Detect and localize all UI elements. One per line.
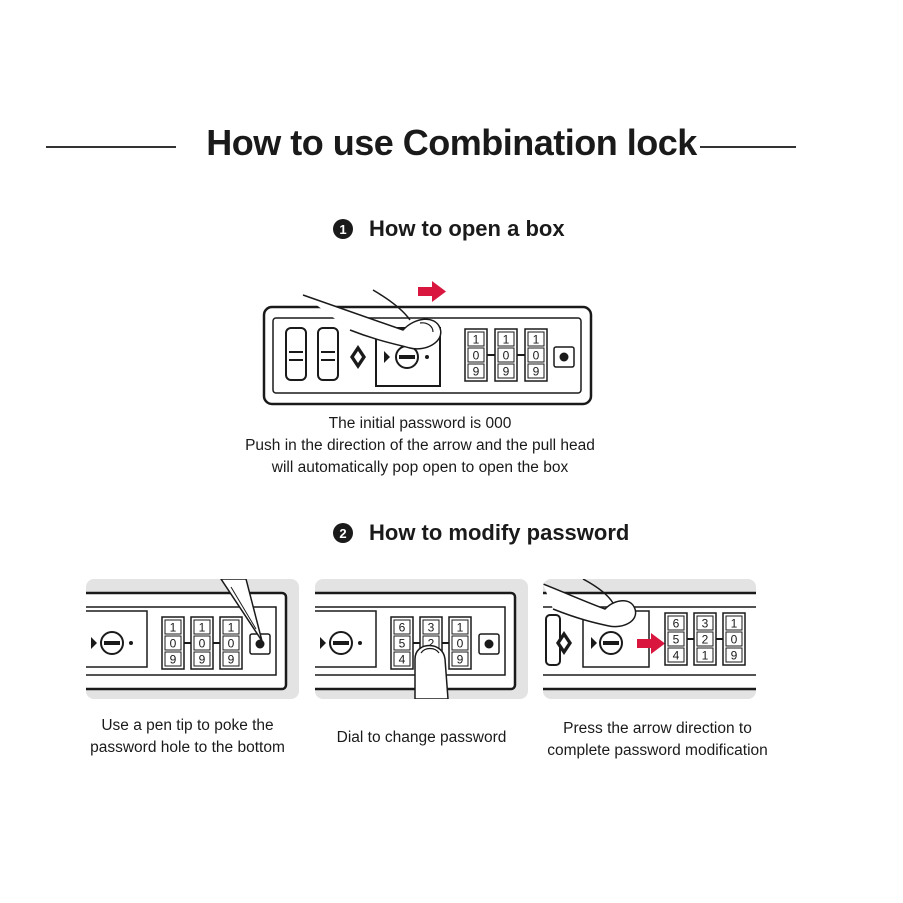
panel2-caption: Dial to change password — [290, 727, 553, 749]
page-title: How to use Combination lock — [206, 122, 697, 163]
dial-digit: 1 — [170, 621, 177, 635]
caption-line: Press the arrow direction to — [563, 720, 752, 737]
finger-icon — [302, 289, 442, 350]
caption-line: Push in the direction of the arrow and t… — [245, 437, 595, 454]
dial-digit: 0 — [503, 349, 510, 363]
dial-wheel[interactable]: 1 0 9 — [219, 616, 243, 670]
dial-digit: 9 — [228, 653, 235, 667]
dial-wheel[interactable]: 1 0 9 — [190, 616, 214, 670]
caption-line: Use a pen tip to poke the — [101, 717, 274, 734]
dial-wheel[interactable]: 6 5 4 — [390, 616, 414, 670]
dial-digit: 1 — [731, 617, 738, 631]
step1-number-badge: 1 — [333, 219, 353, 239]
dial-digit: 0 — [533, 349, 540, 363]
caption-line: will automatically pop open to open the … — [271, 459, 569, 476]
dial-digit: 3 — [428, 621, 435, 635]
caption-line: complete password modification — [547, 742, 768, 759]
dial-digit: 0 — [473, 349, 480, 363]
step2-panel-press-arrow: 6 5 4 3 2 1 1 0 9 — [543, 579, 756, 699]
reset-hole-icon — [559, 352, 569, 362]
step1-heading-label: How to open a box — [369, 216, 565, 241]
dial-digit: 0 — [457, 637, 464, 651]
dial-wheel[interactable]: 1 0 9 — [448, 616, 472, 670]
dial-digit: 5 — [399, 637, 406, 651]
dial-digit: 1 — [457, 621, 464, 635]
dial-digit: 9 — [199, 653, 206, 667]
dial-digit: 6 — [399, 621, 406, 635]
caption-line: The initial password is 000 — [328, 415, 512, 432]
thumb-icon — [414, 644, 449, 699]
finger-icon — [543, 579, 637, 628]
dial-change-illustration: 6 5 4 3 2 11 0 9 — [315, 591, 517, 699]
dial-digit: 9 — [503, 365, 510, 379]
push-arrow-icon — [418, 281, 446, 302]
dial-digit: 1 — [199, 621, 206, 635]
panel1-caption: Use a pen tip to poke the password hole … — [56, 715, 319, 759]
dial-digit: 9 — [533, 365, 540, 379]
dial-wheel[interactable]: 1 0 9 — [494, 328, 518, 382]
step1-caption: The initial password is 000 Push in the … — [190, 413, 650, 479]
dial-wheel[interactable]: 1 0 9 — [524, 328, 548, 382]
dial-digit: 1 — [702, 649, 709, 663]
open-box-lock-illustration: 1 0 9 1 0 9 1 0 9 — [262, 281, 593, 406]
dial-digit: 5 — [673, 633, 680, 647]
dial-digit: 2 — [702, 633, 709, 647]
dial-wheel[interactable]: 6 5 4 — [664, 612, 688, 666]
reset-hole-icon — [484, 639, 494, 649]
dial-digit: 1 — [503, 333, 510, 347]
dial-digit: 2 — [428, 637, 435, 651]
dial-digit: 9 — [473, 365, 480, 379]
step2-panel-dial: 6 5 4 3 2 11 0 9 — [315, 579, 528, 699]
dial-digit: 1 — [473, 333, 480, 347]
dial-wheel[interactable]: 1 0 9 — [464, 328, 488, 382]
dial-digit: 0 — [731, 633, 738, 647]
dial-digit: 4 — [673, 649, 680, 663]
step2-heading-label: How to modify password — [369, 520, 630, 545]
caption-line: Dial to change password — [336, 729, 507, 746]
dial-wheel[interactable]: 1 0 9 — [161, 616, 185, 670]
dial-digit: 6 — [673, 617, 680, 631]
step2-heading: 2 How to modify password — [333, 520, 629, 546]
caption-line: password hole to the bottom — [90, 739, 285, 756]
dial-digit: 0 — [228, 637, 235, 651]
dial-wheel[interactable]: 3 2 1 — [693, 612, 717, 666]
panel3-caption: Press the arrow direction to complete pa… — [516, 718, 799, 762]
poke-hole-illustration: 1 0 9 1 0 9 1 0 9 — [86, 579, 288, 691]
dial-digit: 0 — [170, 637, 177, 651]
step2-number-badge: 2 — [333, 523, 353, 543]
dial-digit: 1 — [533, 333, 540, 347]
push-arrow-icon — [637, 633, 665, 654]
title-rule-left — [46, 146, 176, 148]
dial-digit: 9 — [731, 649, 738, 663]
title-rule-right — [700, 146, 796, 148]
press-arrow-illustration: 6 5 4 3 2 1 1 0 9 — [543, 579, 756, 691]
reset-hole-icon — [255, 639, 265, 649]
dial-digit: 9 — [170, 653, 177, 667]
dial-digit: 1 — [228, 621, 235, 635]
dial-digit: 4 — [399, 653, 406, 667]
pen-icon — [220, 579, 263, 642]
dial-digit: 3 — [702, 617, 709, 631]
dial-wheel[interactable]: 1 0 9 — [722, 612, 746, 666]
dial-digit: 9 — [457, 653, 464, 667]
step2-panel-poke-hole: 1 0 9 1 0 9 1 0 9 — [86, 579, 299, 699]
dial-digit: 0 — [199, 637, 206, 651]
step1-heading: 1 How to open a box — [333, 216, 565, 242]
